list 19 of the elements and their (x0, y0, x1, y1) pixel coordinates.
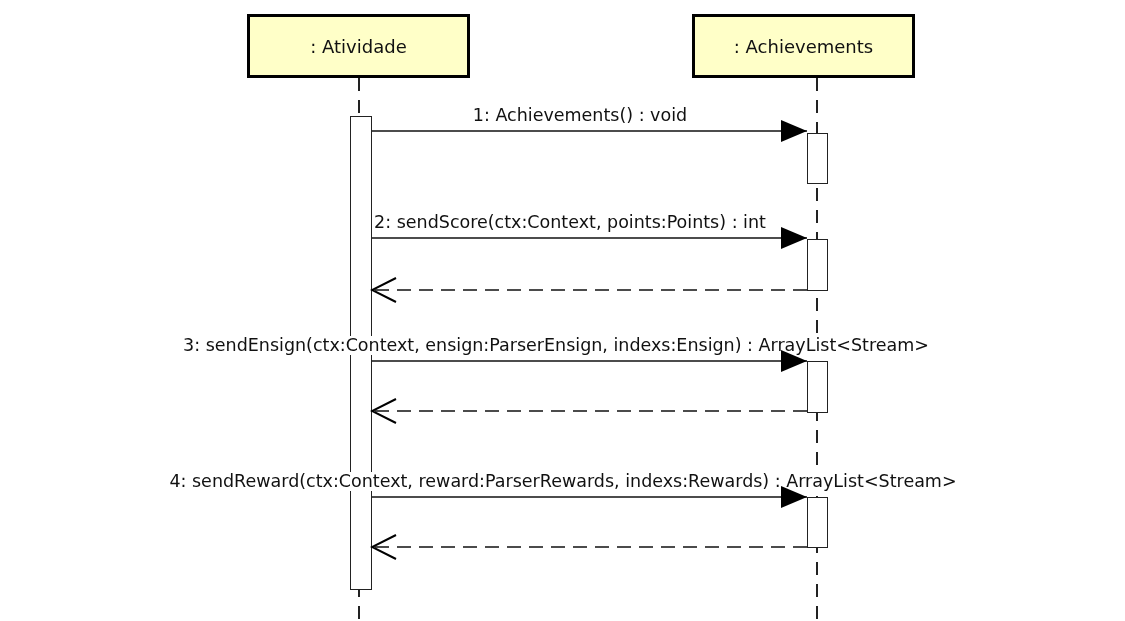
message-label: 3: sendEnsign(ctx:Context, ensign:ParserEnsign, indexs:Ensign) : ArrayList<Stream> (182, 336, 930, 356)
return-arrow (371, 277, 808, 303)
message-arrow (371, 486, 808, 508)
message-label: 4: sendReward(ctx:Context, reward:ParserRewards, indexs:Rewards) : ArrayList<Stream> (168, 472, 958, 492)
message-arrow (371, 350, 808, 372)
activation-bar (807, 133, 828, 184)
activation-bar (807, 497, 828, 548)
object-name: : Achievements (733, 35, 874, 57)
message-arrow (371, 120, 808, 142)
message-label: 2: sendScore(ctx:Context, points:Points) : int (373, 213, 767, 233)
message-label: 1: Achievements() : void (471, 106, 689, 126)
activation-bar (807, 361, 828, 413)
message-arrow (371, 227, 808, 249)
object-name: : Atividade (310, 35, 407, 57)
return-arrow (371, 398, 808, 424)
return-arrow (371, 534, 808, 560)
lifeline-header (247, 14, 470, 78)
activation-bar (807, 239, 828, 291)
lifeline-header (692, 14, 915, 78)
